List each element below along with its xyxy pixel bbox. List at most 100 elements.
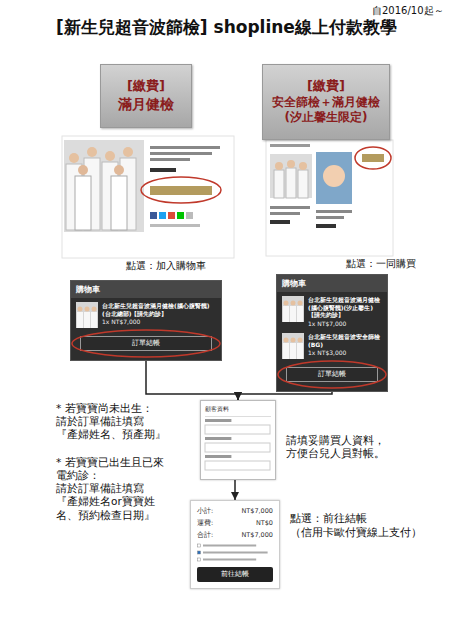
- checkbox: [198, 544, 201, 547]
- product-thumbnail: [282, 296, 304, 322]
- thumbnail-ground: [76, 302, 98, 328]
- ftitle-text: 顧客資料: [205, 405, 271, 417]
- thumbnail-figure: [290, 343, 296, 359]
- ht2-text: 滿月健檢: [118, 95, 174, 113]
- thumbnail-figure: [297, 306, 303, 322]
- kbt-text: 前往結帳: [197, 570, 273, 579]
- thumbnail-figure: [91, 312, 97, 328]
- product-page-screenshot-part: [105, 151, 115, 161]
- bundle-page-screenshot-part: [362, 154, 384, 162]
- flow-arrow: [146, 361, 238, 400]
- product-page-screenshot-part: [64, 140, 144, 232]
- remark-note: * 若寶寶尚未出生： 請於訂單備註填寫 『產婦姓名、預產期』: [56, 402, 176, 441]
- bundle-page-screenshot-part: [298, 170, 308, 198]
- page-title: [新生兒超音波篩檢] shopline線上付款教學: [0, 16, 453, 39]
- product-page-screenshot-part: [150, 152, 212, 155]
- field-caption: [205, 419, 231, 422]
- checkbox: [198, 551, 201, 554]
- checkbox-caption: [203, 545, 256, 547]
- bundle-page-screenshot-part: [270, 206, 310, 209]
- product-page-screenshot-part: [62, 136, 234, 258]
- checkbox-caption: [203, 559, 256, 561]
- agreement-checkboxes: [197, 543, 273, 563]
- step-label: 點選：一同購買: [346, 258, 446, 271]
- cprice-text: 1x NT$7,000: [277, 319, 387, 334]
- thumbnail-figure: [284, 301, 289, 306]
- product-page-screenshot-part: [168, 212, 175, 219]
- bundle-page-screenshot-part: [355, 147, 391, 169]
- summary-rows: 小計:NT$7,000運費:NT$0合計:NT$7,000: [197, 507, 273, 540]
- thumbnail-figure: [298, 301, 303, 306]
- field-caption: [205, 437, 231, 440]
- checkout-button: 訂單結帳: [286, 367, 378, 382]
- thumbnail-ground: [282, 333, 304, 359]
- product-thumbnail: [282, 333, 304, 359]
- thumbnail-figure: [290, 306, 296, 322]
- bundle-page-screenshot-part: [266, 140, 393, 256]
- ht1-text: [繳費]: [127, 78, 165, 95]
- bundle-page-screenshot-part: [270, 212, 300, 215]
- product-page-screenshot-part: [159, 212, 166, 219]
- bundle-page-screenshot-part: [316, 216, 344, 219]
- bundle-page-screenshot-part: [287, 160, 295, 168]
- bundle-page-screenshot-part: [316, 224, 336, 228]
- product-page-screenshot-part: [150, 168, 176, 172]
- thumbnail-figure: [291, 338, 296, 343]
- product-page-screenshot-part: [111, 176, 127, 230]
- bundle-page-screenshot-part: [299, 162, 307, 170]
- bundle-page-screenshot-part: [275, 162, 283, 170]
- product-page-screenshot: [62, 136, 234, 258]
- thumbnail-figure: [291, 301, 296, 306]
- thumbnail-figure: [284, 338, 289, 343]
- thumbnail-ground: [282, 296, 304, 322]
- cbt-text: 訂單結帳: [81, 339, 211, 348]
- thumbnail-figure: [78, 307, 83, 312]
- thumbnail-figure: [283, 343, 289, 359]
- buyer-form: 顧客資料: [200, 400, 276, 480]
- checkbox: [198, 558, 201, 561]
- thumbnail-figure: [92, 307, 97, 312]
- product-page-screenshot-part: [186, 212, 193, 219]
- form-fields: [205, 419, 271, 475]
- checkbox-caption: [203, 552, 268, 554]
- bundle-page-screenshot-part: [274, 170, 284, 198]
- bundle-page-screenshot-part: [270, 154, 312, 198]
- product-page-screenshot-part: [87, 147, 97, 157]
- chead-text: 購物車: [71, 281, 221, 298]
- date-note: 自2016/10起～: [372, 5, 450, 18]
- bundle-page-screenshot-part: [270, 144, 310, 147]
- thumbnail-figure: [297, 343, 303, 359]
- thumbnail-figure: [298, 338, 303, 343]
- ctitle-text: 台北新生兒超音波安全篩檢(BG): [277, 333, 387, 348]
- instruction-note: 請填妥購買人資料， 方便台兒人員對帳。: [286, 434, 398, 460]
- product-page-screenshot-part: [150, 212, 157, 219]
- product-page-screenshot-part: [141, 177, 221, 203]
- krow-text: 合計:: [197, 531, 213, 540]
- thumbnail-figure: [283, 306, 289, 322]
- bundle-page-screenshot-part: [270, 220, 290, 224]
- bundle-page-screenshot-part: [316, 210, 352, 213]
- thumbnail-figure: [77, 312, 83, 328]
- ctitle-text: 台北新生兒超音波滿月健檢(腦心腹腎髖)(台北總部)【請先約診】: [71, 302, 221, 317]
- fee-header-box: [繳費]安全篩檢＋滿月健檢(汐止馨生限定): [262, 64, 390, 140]
- kval-text: NT$7,000: [241, 531, 273, 540]
- product-page-screenshot-part: [75, 176, 91, 230]
- step-label: 點選：前往結帳 （信用卡歐付寶線上支付）: [290, 512, 440, 540]
- bundle-page-screenshot-part: [316, 152, 352, 204]
- kval-text: NT$0: [241, 519, 273, 528]
- field-input: [205, 443, 270, 452]
- product-page-screenshot-part: [150, 158, 190, 161]
- bundle-page-screenshot: [266, 140, 393, 256]
- ht3-text: 安全篩檢＋滿月健檢: [272, 95, 380, 111]
- field-caption: [205, 455, 231, 458]
- remark-note: * 若寶寶已出生且已來 電約診： 請於訂單備註填寫 『產婦姓名or寶寶姓 名、預…: [56, 456, 176, 522]
- field-input: [205, 425, 270, 434]
- product-page-screenshot-part: [123, 147, 133, 157]
- order-summary: 小計:NT$7,000運費:NT$0合計:NT$7,000前往結帳: [190, 500, 280, 589]
- product-thumbnail: [76, 302, 98, 328]
- thumbnail-figure: [85, 307, 90, 312]
- bundle-page-screenshot-part: [286, 168, 296, 198]
- step-label: 點選：加入購物車: [126, 260, 226, 273]
- product-page-screenshot-part: [150, 224, 200, 227]
- product-page-screenshot-part: [150, 146, 220, 149]
